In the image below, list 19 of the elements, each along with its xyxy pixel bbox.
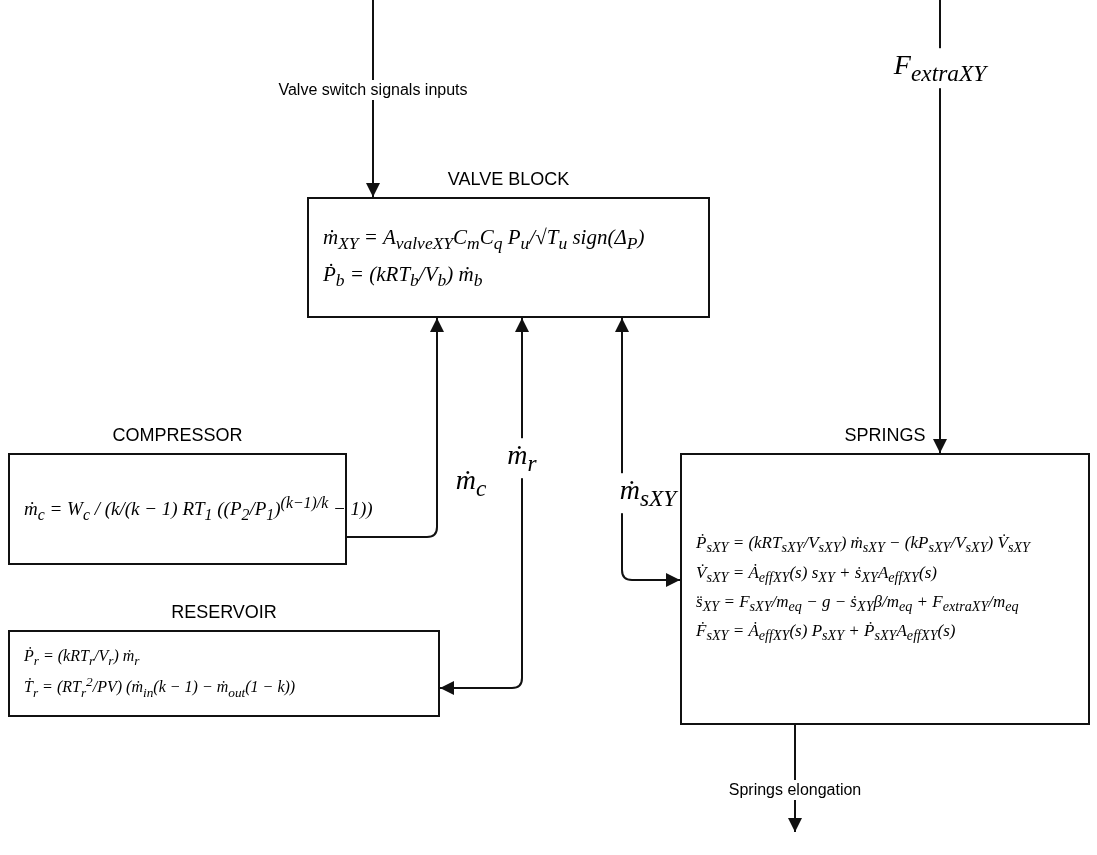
equation: ṁ$_{XY}$ = A$_{valveXY}$C$_{m}$C$_{q}$ P$_{u}$/√T$_{u}$ sign(Δ$_{P}$) [323,224,645,256]
block-title: RESERVOIR [171,602,277,623]
equation: Ṗ$_{b}$ = (kRT$_{b}$/V$_{b}$) ṁ$_{b}$ [323,260,483,292]
arrow [933,0,947,454]
block-title: COMPRESSOR [112,425,243,446]
arrow [439,317,529,695]
equation: V̇$_{sXY}$ = Ȧ$_{effXY}$(s) s$_{XY}$ + ṡ$_{XY}$A$_{effXY}$(s) [696,561,937,588]
edge-label: F$_{extraXY}$ [890,48,990,88]
equation: s̈$_{XY}$ = F$_{sXY}$/m$_{eq}$ − g − ṡ$_{XY}$β/m$_{eq}$ + F$_{extraXY}$/m$_{eq}$ [696,591,1019,617]
arrow [366,0,380,198]
block-title: VALVE BLOCK [447,169,570,190]
arrow [346,317,444,538]
equation: Ṗ$_{sXY}$ = (kRT$_{sXY}$/V$_{sXY}$) ṁ$_{sXY}$ − (kP$_{sXY}$/V$_{sXY}$) V̇$_{sXY}$ [696,532,1030,558]
equation: ṁ$_{c}$ = W$_{c}$ / (k/(k − 1) RT$_{1}$ ((P$_{2}$/P$_{1}$)$^{(k−1)/k}$ − 1)) [24,492,373,525]
equation: Ḟ$_{sXY}$ = Ȧ$_{effXY}$(s) P$_{sXY}$ + Ṗ$_{sXY}$A$_{effXY}$(s) [696,620,956,646]
equation: Ṗ$_{r}$ = (kRT$_{r}$/V$_{r}$) ṁ$_{r}$ [24,646,140,671]
equation: Ṫ$_{r}$ = (RT$_{r}$$^{2}$/PV) (ṁ$_{in}$(k − 1) − ṁ$_{out}$(1 − k)) [24,672,296,702]
block-title: SPRINGS [844,425,926,446]
arrow [615,317,681,587]
